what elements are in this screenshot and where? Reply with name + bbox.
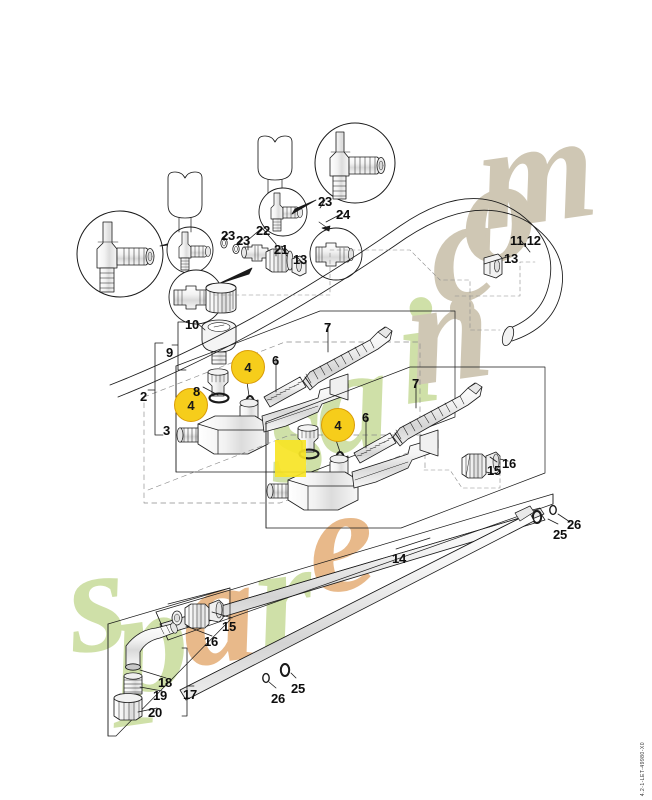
callout-23: 23 — [318, 194, 333, 209]
part-18-elbow — [125, 622, 178, 671]
part-8-fitting — [207, 368, 229, 397]
callout-14: 14 — [392, 551, 407, 566]
callout-8: 8 — [193, 384, 201, 399]
part-10-knurled-cap — [205, 282, 237, 314]
callout-16: 16 — [204, 634, 219, 649]
callout-2: 2 — [140, 389, 148, 404]
callout-13: 13 — [293, 252, 308, 267]
highlight-badge-4: 4 — [231, 350, 265, 384]
callout-16: 16 — [502, 456, 517, 471]
callout-17: 17 — [183, 687, 198, 702]
detail-circle-valve-small — [166, 226, 214, 274]
part-19-nipple — [123, 672, 143, 695]
part-15-16-right — [461, 451, 501, 479]
callout-25: 25 — [553, 527, 568, 542]
callout-19: 19 — [153, 688, 168, 703]
callout-23: 23 — [236, 233, 251, 248]
part-7-hose-a — [302, 326, 393, 391]
callout-22: 22 — [256, 223, 271, 238]
callout-23: 23 — [221, 228, 236, 243]
callout-10: 10 — [185, 317, 200, 332]
callout-6: 6 — [362, 410, 370, 425]
part-6-flex-b — [353, 432, 397, 464]
callout-7: 7 — [412, 376, 420, 391]
part-13-clip — [483, 253, 503, 279]
part-25-26-bottom — [262, 663, 291, 684]
assembly-1-box — [175, 310, 456, 473]
highlight-badge-4: 4 — [174, 388, 208, 422]
callout-13: 13 — [504, 251, 519, 266]
assembly-1-valve-body — [176, 373, 349, 455]
assembly-2-valve-body — [266, 429, 439, 511]
detail-circle-valve-center — [258, 187, 308, 237]
callout-24: 24 — [336, 207, 351, 222]
callout-7: 7 — [324, 320, 332, 335]
highlight-rectangle — [275, 440, 306, 477]
highlight-badge-4: 4 — [321, 408, 355, 442]
part-7-hose-b — [392, 382, 483, 447]
part-11-12-hose — [109, 198, 563, 398]
part-9-gauge — [201, 319, 237, 365]
assembly-2-box — [265, 366, 546, 529]
detail-circle-topright — [314, 122, 396, 204]
cup-outline-left — [167, 171, 203, 233]
assembly-2-outer-dashed — [147, 434, 426, 491]
callout-26: 26 — [271, 691, 286, 706]
detail-circle-left — [76, 210, 164, 298]
callout-21: 21 — [274, 242, 289, 257]
part-15-16-left — [171, 599, 224, 629]
detail-circle-nipple — [309, 227, 363, 281]
callout-15: 15 — [222, 619, 237, 634]
leader-lines — [137, 199, 571, 717]
part-25-26-right — [531, 504, 557, 524]
part-17-group — [107, 587, 231, 737]
callout-26: 26 — [567, 517, 582, 532]
part-second-lance — [179, 505, 535, 701]
assembly-1-outer-dashed — [143, 341, 421, 504]
callout-11-12: 11,12 — [510, 233, 541, 248]
callout-25: 25 — [291, 681, 306, 696]
callout-18: 18 — [158, 675, 173, 690]
cup-outline-center — [257, 135, 293, 194]
part-4-oring-a — [208, 392, 230, 404]
part-6-flex-a — [263, 376, 307, 408]
part-20-nut — [113, 693, 143, 721]
callout-6: 6 — [272, 353, 280, 368]
callout-20: 20 — [148, 705, 163, 720]
part-number-stamp: 4.2-1-LET-49980-X0 — [640, 742, 646, 797]
small-parts-row — [220, 237, 307, 277]
callout-9: 9 — [166, 345, 174, 360]
callout-3: 3 — [163, 423, 171, 438]
callout-15: 15 — [487, 463, 502, 478]
